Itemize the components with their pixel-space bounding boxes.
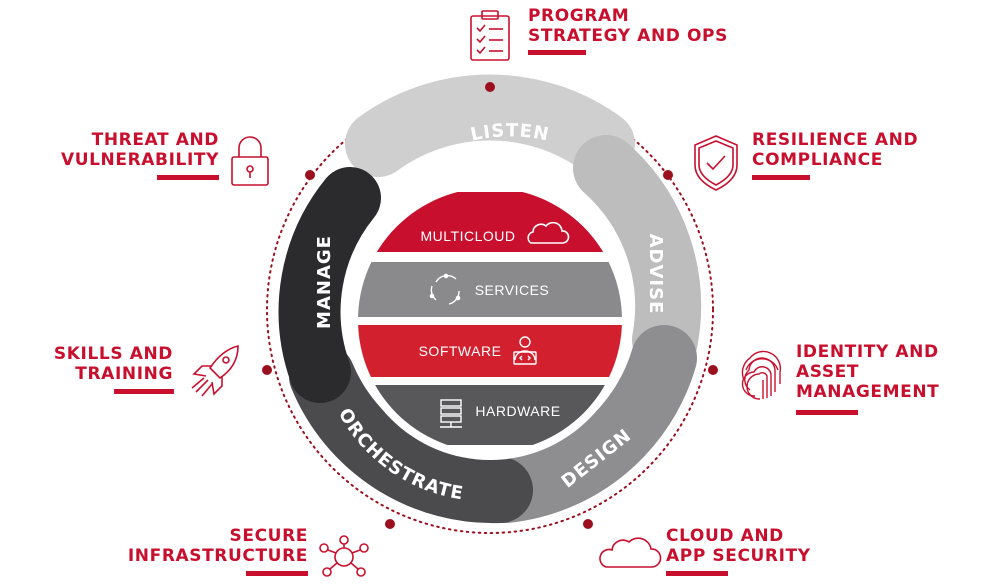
layer-label-services: SERVICES bbox=[475, 282, 550, 298]
accent-bar bbox=[666, 571, 728, 576]
rocket-icon bbox=[191, 344, 239, 397]
capability-line: APP SECURITY bbox=[666, 546, 811, 566]
capability-cloud-app: CLOUD AND APP SECURITY bbox=[666, 526, 811, 566]
stage-segment-listen bbox=[345, 74, 635, 177]
capability-threat-vulnerability: THREAT AND VULNERABILITY bbox=[61, 130, 219, 170]
capability-line: MANAGEMENT bbox=[796, 382, 940, 402]
layer-label-multicloud: MULTICLOUD bbox=[421, 228, 516, 244]
capability-secure-infrastructure: SECURE INFRASTRUCTURE bbox=[128, 526, 308, 566]
cloud-security-icon bbox=[599, 537, 662, 568]
accent-bar bbox=[528, 50, 586, 55]
accent-bar bbox=[752, 175, 810, 180]
stage-label-advise: ADVISE bbox=[645, 234, 666, 315]
capability-line: PROGRAM bbox=[528, 6, 630, 26]
accent-bar bbox=[246, 571, 308, 576]
accent-bar bbox=[114, 389, 174, 394]
capability-line: SKILLS AND bbox=[53, 344, 173, 364]
developer-icon bbox=[513, 336, 537, 365]
capability-line: THREAT AND bbox=[91, 130, 219, 150]
stage-segment-manage bbox=[278, 167, 381, 403]
layer-band-services bbox=[358, 262, 622, 317]
clipboard-checklist-icon bbox=[470, 10, 510, 61]
stage-segment-design bbox=[473, 325, 697, 523]
capability-line: COMPLIANCE bbox=[752, 150, 883, 170]
network-icon bbox=[319, 535, 369, 577]
capability-line: RESILIENCE AND bbox=[752, 130, 919, 150]
server-icon bbox=[440, 399, 462, 428]
stage-segment-advise bbox=[573, 135, 702, 373]
capability-skills-training: SKILLS AND TRAINING bbox=[54, 344, 173, 384]
ring-markers bbox=[262, 82, 718, 529]
capability-line: INFRASTRUCTURE bbox=[127, 546, 308, 566]
cycle-arrows-icon bbox=[429, 273, 461, 305]
capability-line: STRATEGY AND OPS bbox=[528, 26, 728, 46]
layer-label-hardware: HARDWARE bbox=[475, 403, 560, 419]
accent-bar bbox=[796, 410, 858, 415]
layer-label-software: SOFTWARE bbox=[419, 343, 502, 359]
accent-bar bbox=[157, 175, 219, 180]
stage-label-manage: MANAGE bbox=[314, 235, 335, 329]
capability-line: SECURE bbox=[229, 526, 308, 546]
stage-label-listen: LISTEN bbox=[469, 120, 552, 145]
capability-line: VULNERABILITY bbox=[60, 150, 219, 170]
layer-band-software bbox=[358, 325, 622, 377]
capability-line: IDENTITY AND bbox=[796, 342, 939, 362]
capability-program-strategy: PROGRAM STRATEGY AND OPS bbox=[528, 6, 728, 46]
stage-segment-orchestrate bbox=[289, 343, 533, 524]
fingerprint-icon bbox=[741, 350, 782, 400]
capability-line: TRAINING bbox=[75, 364, 173, 384]
capability-resilience: RESILIENCE AND COMPLIANCE bbox=[752, 130, 918, 170]
shield-check-icon bbox=[694, 135, 738, 191]
capability-line: ASSET bbox=[796, 362, 860, 382]
capability-identity: IDENTITY AND ASSET MANAGEMENT bbox=[796, 342, 939, 402]
capability-line: CLOUD AND bbox=[666, 526, 784, 546]
padlock-icon bbox=[231, 136, 269, 186]
cloud-icon bbox=[527, 221, 570, 244]
